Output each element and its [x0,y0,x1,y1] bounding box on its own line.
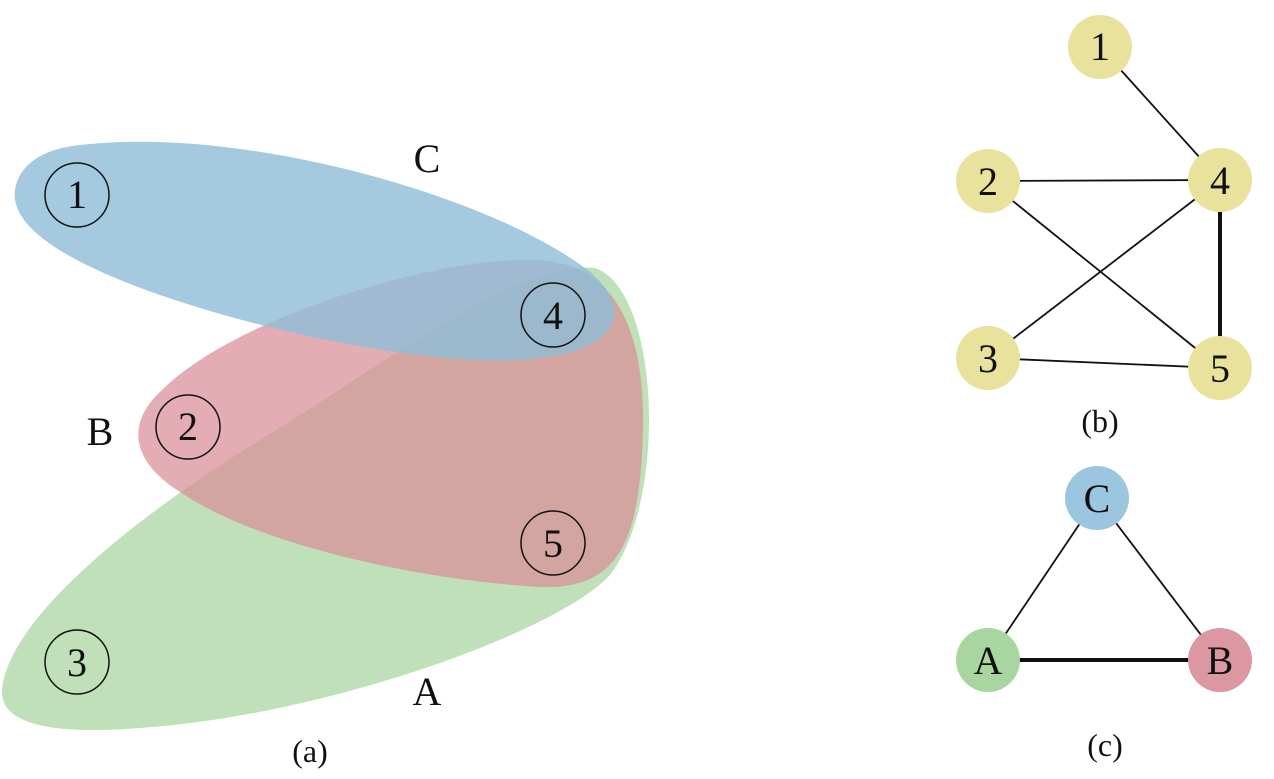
panel-b: 1 2 3 4 5 (b) [956,15,1252,439]
node-b-2-label: 2 [978,159,998,204]
vertex-4: 4 [520,282,586,348]
vertex-2-label: 2 [178,404,198,449]
panel-a-caption: (a) [292,733,328,769]
vertex-2: 2 [155,394,221,460]
panel-c: C A B (c) [956,466,1252,763]
vertex-5: 5 [520,510,586,576]
edge-3-4 [987,179,1221,359]
node-c-B-label: B [1207,638,1234,683]
node-c-A: A [956,628,1020,692]
edge-c-a [987,497,1098,661]
node-c-B: B [1188,628,1252,692]
node-b-5-label: 5 [1210,346,1230,391]
vertex-4-label: 4 [543,293,563,338]
node-b-5: 5 [1188,336,1252,400]
vertex-3-label: 3 [67,640,87,685]
node-b-2: 2 [956,149,1020,213]
node-b-1-label: 1 [1090,24,1110,69]
node-b-4-label: 4 [1210,158,1230,203]
hyperedge-c-region [14,141,615,361]
vertex-1-label: 1 [67,172,87,217]
vertex-3: 3 [44,629,110,695]
edge-3-5 [987,357,1221,369]
hyperedge-c-label: C [414,136,441,181]
panel-a: C B A 1 2 3 4 5 (a) [1,136,650,769]
edge-2-5 [987,180,1221,369]
node-b-1: 1 [1068,15,1132,79]
edge-c-b [1096,497,1221,661]
node-b-3: 3 [956,326,1020,390]
node-b-3-label: 3 [978,336,998,381]
node-c-C-label: C [1084,476,1111,521]
edge-2-4 [987,179,1221,182]
panel-c-caption: (c) [1087,727,1123,763]
node-c-A-label: A [974,638,1003,683]
vertex-1: 1 [44,162,110,228]
hyperedge-a-label: A [413,669,442,714]
hyperedge-b-label: B [87,409,114,454]
vertex-5-label: 5 [543,521,563,566]
node-b-4: 4 [1188,148,1252,212]
panel-b-caption: (b) [1081,403,1118,439]
node-c-C: C [1065,466,1129,530]
